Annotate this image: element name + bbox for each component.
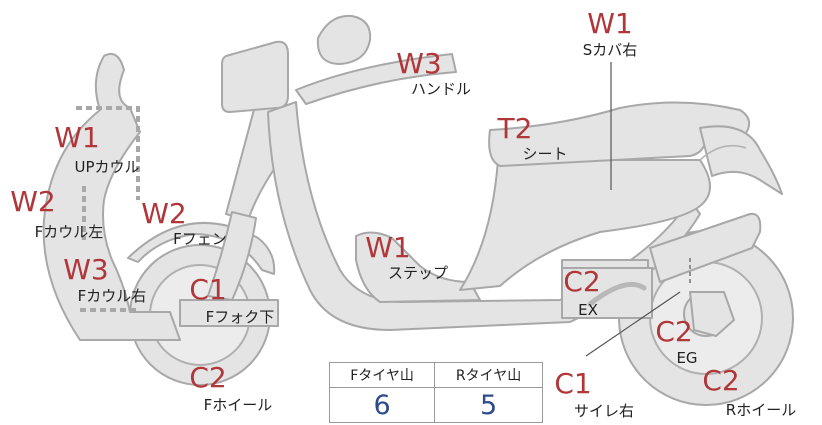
front-cowl-shape: [42, 52, 181, 341]
damage-code: T2: [497, 112, 533, 145]
damage-code: W2: [10, 185, 56, 218]
mirror-shape: [316, 14, 372, 65]
rear-tire-value: 5: [434, 387, 543, 423]
part-label: Fカウル左: [34, 223, 104, 241]
headlight-shape: [221, 40, 289, 113]
part-label: EG: [676, 349, 698, 367]
damage-code: W3: [63, 253, 109, 286]
rear-tire-header: Rタイヤ山: [434, 362, 543, 388]
damage-code: C2: [189, 361, 227, 394]
front-tire-header: Fタイヤ山: [328, 362, 436, 388]
handlebar-shape: [295, 53, 457, 105]
floor-step-shape: [355, 231, 481, 303]
part-label: サイレ右: [573, 402, 635, 420]
main-frame-shape: [267, 101, 701, 331]
damage-code: C1: [554, 367, 592, 400]
tail-shape: [699, 125, 783, 195]
body-cover-shape: [459, 159, 711, 291]
part-label: シート: [522, 145, 568, 163]
damage-code: C1: [189, 273, 227, 306]
part-label: Fホイール: [203, 396, 273, 414]
damage-code: W1: [365, 231, 411, 264]
damage-code: W2: [141, 197, 187, 230]
seat-shape: [488, 101, 751, 167]
part-label: Fフェン: [173, 230, 227, 248]
part-label: ハンドル: [410, 80, 472, 98]
part-label: EX: [578, 301, 598, 319]
part-label: Fフォク下: [205, 308, 275, 326]
damage-code: C2: [563, 265, 601, 298]
swing-arm-shape: [649, 212, 762, 283]
part-label: Fカウル右: [77, 287, 147, 305]
damage-code: W3: [396, 47, 442, 80]
tire-tread-table: Fタイヤ山 Rタイヤ山 6 5: [328, 362, 543, 423]
front-tire-value: 6: [328, 387, 436, 423]
part-label: Sカバ右: [582, 41, 638, 59]
damage-code: W1: [587, 7, 633, 40]
damage-code: C2: [655, 315, 693, 348]
fork-lower-shape: [179, 299, 279, 327]
part-label: Rホイール: [725, 401, 797, 419]
damage-code: C2: [702, 364, 740, 397]
part-label: UPカウル: [74, 158, 140, 176]
damage-code: W1: [54, 121, 100, 154]
part-label: ステップ: [387, 264, 449, 282]
